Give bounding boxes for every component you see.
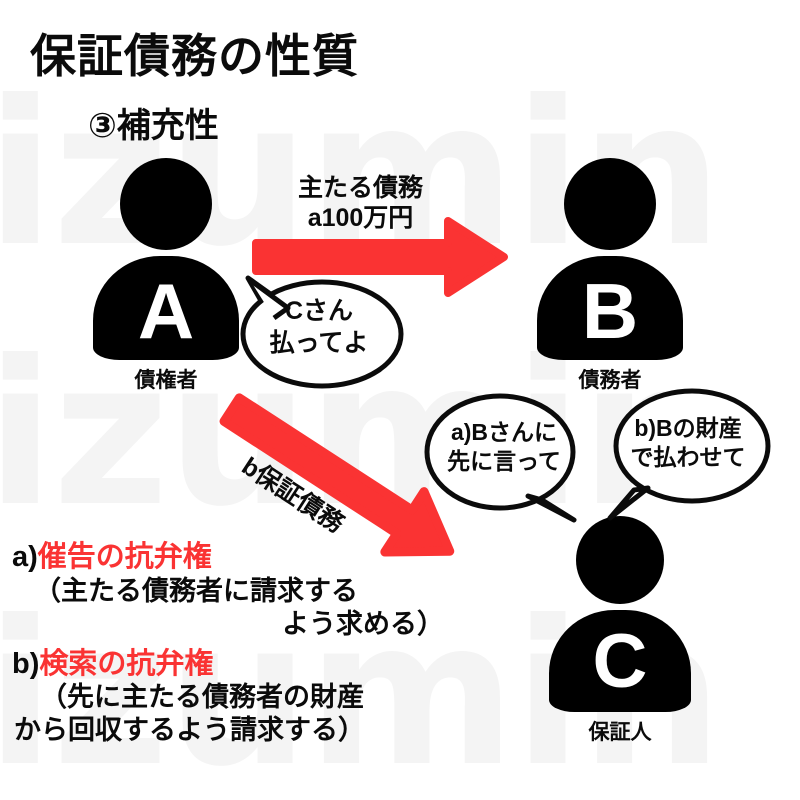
speech-bubble-a-line2: 払ってよ — [269, 328, 369, 357]
actor-b: B 債務者 — [522, 158, 698, 394]
page-title: 保証債務の性質 — [30, 30, 359, 82]
speech-bubble-b1-text: a)Bさんに 先に言って — [424, 418, 584, 476]
note-body-line1: （主たる債務者に請求する — [34, 575, 358, 606]
note-body-line1: （先に主たる債務者の財産 — [40, 682, 364, 713]
notes-list: a)催告の抗弁権 （主たる債務者に請求する よう求める） b)検索の抗弁権 （先… — [12, 540, 452, 753]
actor-caption: 債権者 — [134, 369, 198, 392]
speech-bubble-shape-icon — [240, 275, 404, 389]
speech-bubble-b2-text: b)Bの財産 で払わせて — [604, 414, 772, 472]
actor-caption: 保証人 — [588, 721, 652, 744]
actor-body-icon: B — [537, 256, 683, 360]
speech-bubble-shape-icon — [607, 388, 771, 521]
actor-head-icon — [576, 516, 664, 604]
speech-bubble-b1-line1: a)Bさんに — [450, 419, 558, 445]
speech-bubble-b2-line2: で払わせて — [630, 443, 746, 470]
actor-letter: B — [581, 267, 639, 355]
note-body-line2: よう求める） — [282, 608, 444, 639]
arrow-main-label-line1: 主たる債務 — [298, 174, 424, 202]
speech-bubble-a-text: Cさん 払ってよ — [228, 296, 410, 359]
note-heading: a)催告の抗弁権 — [12, 540, 452, 575]
speech-bubble-b1: a)Bさんに 先に言って — [424, 392, 584, 524]
actor-caption: 債務者 — [578, 369, 642, 392]
speech-bubble-b2: b)Bの財産 で払わせて — [604, 388, 772, 522]
actor-a: A 債権者 — [78, 158, 254, 394]
note-item: b)検索の抗弁権 （先に主たる債務者の財産 から回収するよう請求する） — [12, 647, 452, 748]
arrow-guaranty-obligation-icon — [219, 393, 455, 557]
note-body: （主たる債務者に請求する よう求める） — [12, 575, 452, 641]
arrow-main-label-line2: a100万円 — [307, 203, 414, 232]
note-item: a)催告の抗弁権 （主たる債務者に請求する よう求める） — [12, 540, 452, 641]
note-body-line2: から回収するよう請求する） — [14, 715, 365, 746]
arrow-main-obligation-icon — [252, 217, 508, 297]
note-marker: b) — [12, 647, 40, 680]
actor-letter: A — [137, 267, 195, 355]
actor-c: C 保証人 — [532, 516, 708, 746]
speech-bubble-b2-line1: b)Bの財産 — [634, 415, 742, 441]
arrow-main-label: 主たる債務 a100万円 — [298, 174, 423, 233]
speech-bubble-a: Cさん 払ってよ — [228, 268, 410, 392]
actor-body-icon: C — [549, 610, 691, 712]
speech-bubble-shape-icon — [424, 393, 577, 523]
note-name: 催告の抗弁権 — [37, 541, 212, 573]
note-marker: a) — [12, 541, 38, 573]
actor-letter: C — [592, 619, 648, 704]
note-name: 検索の抗弁権 — [39, 647, 214, 680]
actor-head-icon — [564, 158, 656, 250]
actor-head-icon — [120, 158, 212, 250]
actor-body-icon: A — [93, 256, 239, 360]
section-subtitle: ③補充性 — [88, 107, 219, 145]
speech-bubble-b1-line2: 先に言って — [447, 447, 561, 474]
speech-bubble-a-line1: Cさん — [284, 297, 354, 325]
note-body: （先に主たる債務者の財産 から回収するよう請求する） — [12, 681, 452, 747]
note-heading: b)検索の抗弁権 — [12, 647, 452, 682]
